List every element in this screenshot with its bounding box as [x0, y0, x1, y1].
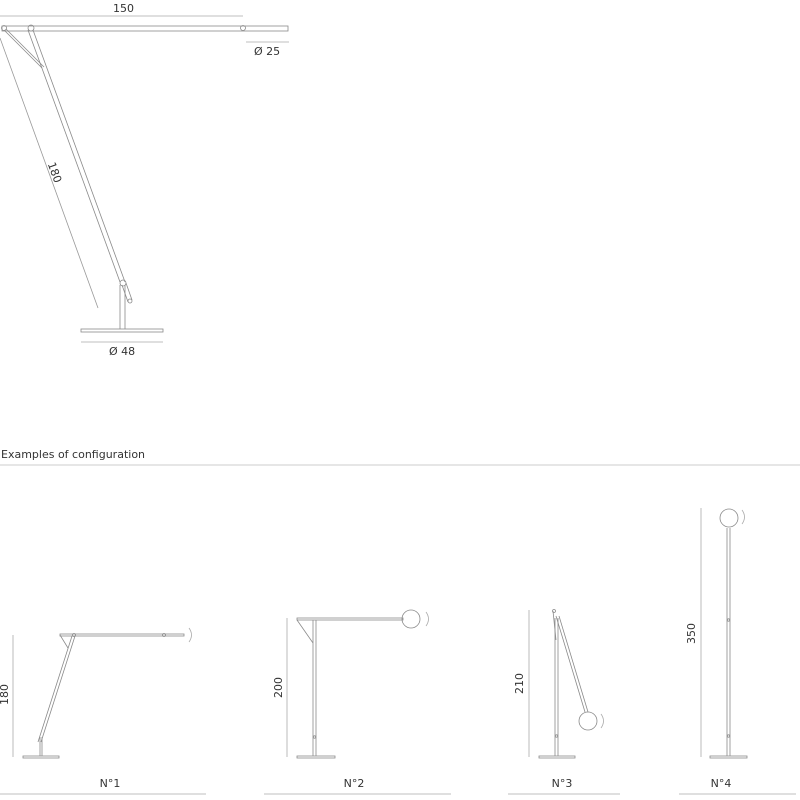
arm-length-dimension: 150 [113, 2, 134, 15]
config-1-height: 180 [0, 684, 11, 705]
config-1-label: N°1 [99, 777, 121, 790]
config-4-height: 350 [685, 623, 698, 644]
config-2-height: 200 [272, 677, 285, 698]
config-2-label: N°2 [343, 777, 365, 790]
config-3-height: 210 [513, 673, 526, 694]
base-diameter-dimension: Ø 48 [109, 345, 136, 358]
head-diameter-dimension: Ø 25 [254, 45, 281, 58]
section-title: Examples of configuration [1, 448, 146, 461]
config-3-label: N°3 [551, 777, 573, 790]
config-4-label: N°4 [710, 777, 732, 790]
